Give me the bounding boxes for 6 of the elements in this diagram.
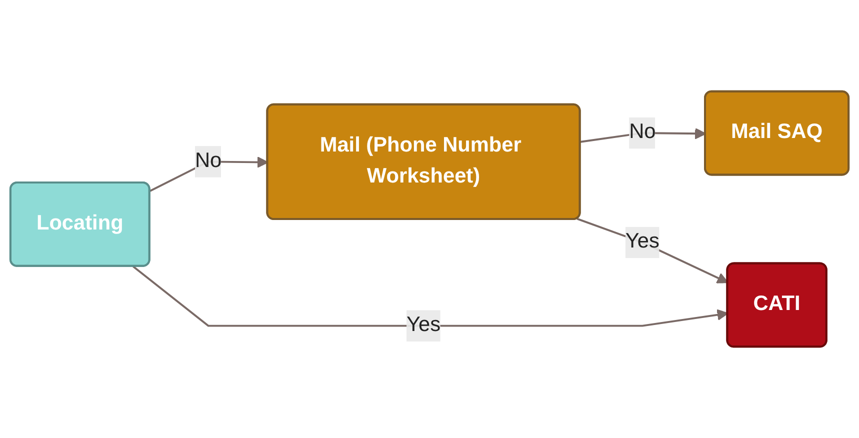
arrow	[132, 266, 728, 327]
arrow	[576, 218, 728, 284]
edge-label: Yes	[625, 230, 660, 253]
edge-label: No	[194, 150, 222, 172]
edge-label: Yes	[406, 314, 440, 336]
edge-label: No	[629, 121, 656, 144]
